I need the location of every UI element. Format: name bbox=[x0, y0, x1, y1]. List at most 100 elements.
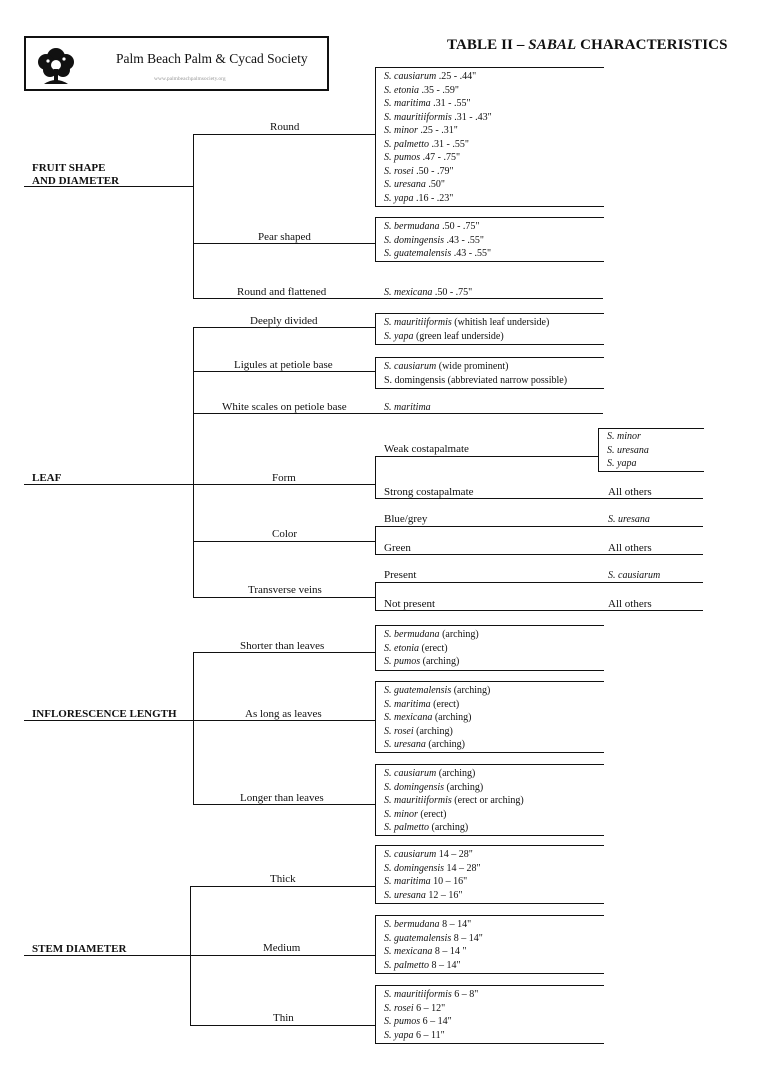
inflor-longer-label: Longer than leaves bbox=[240, 792, 324, 804]
species-item: S. uresana .50" bbox=[384, 179, 445, 190]
species-item: S. guatemalensis .43 - .55" bbox=[384, 248, 492, 259]
inflor-shorter-label: Shorter than leaves bbox=[240, 640, 325, 652]
species-item: S. mauritiiformis .31 - .43" bbox=[384, 111, 492, 123]
stem-branch-thick bbox=[190, 886, 375, 888]
leaf-ligules-list: S. causiarum (wide prominent) S. dominge… bbox=[376, 358, 604, 387]
stem-thick-box: S. causiarum 14 – 28" S. domingensis 14 … bbox=[375, 845, 604, 904]
stem-thick-label: Thick bbox=[270, 873, 296, 885]
species-item: S. causiarum .25 - .44" bbox=[384, 71, 477, 82]
species-item: S. causiarum 14 – 28" bbox=[384, 849, 473, 860]
fruit-branch-pear bbox=[193, 243, 375, 245]
species-item: S. yapa bbox=[607, 458, 637, 469]
leaf-form-strong-species: All others bbox=[608, 486, 652, 498]
leaf-branch-divided bbox=[193, 327, 375, 329]
leaf-divided-list: S. mauritiiformis (whitish leaf undersid… bbox=[376, 314, 604, 343]
species-item: S. mexicana 8 – 14 " bbox=[384, 946, 467, 957]
leaf-veins-absent-line bbox=[375, 610, 703, 612]
stem-main-line bbox=[24, 955, 194, 957]
category-fruit-shape: FRUIT SHAPE AND DIAMETER bbox=[32, 162, 120, 187]
species-item: S. palmetto 8 – 14" bbox=[384, 959, 461, 971]
species-item: S. yapa .16 - .23" bbox=[384, 192, 454, 204]
species-item: S. bermudana (arching) bbox=[384, 629, 479, 640]
fruit-trunk bbox=[193, 134, 195, 299]
species-item: S. palmetto .31 - .55" bbox=[384, 138, 469, 150]
leaf-main-line bbox=[24, 484, 194, 486]
leaf-color-green-line bbox=[375, 554, 703, 556]
leaf-scales-label: White scales on petiole base bbox=[222, 401, 347, 413]
species-item: S. guatemalensis (arching) bbox=[384, 685, 491, 696]
species-item: S. minor .25 - .31" bbox=[384, 125, 458, 136]
leaf-branch-form bbox=[193, 484, 375, 486]
fruit-pear-list: S. bermudana .50 - .75" S. domingensis .… bbox=[376, 218, 604, 261]
species-item: S. rosei 6 – 12" bbox=[384, 1002, 446, 1014]
leaf-form-weak-label: Weak costapalmate bbox=[384, 443, 469, 455]
species-item: S. guatemalensis 8 – 14" bbox=[384, 932, 483, 944]
species-item: S. rosei (arching) bbox=[384, 725, 453, 737]
leaf-form-weak-list: S. minor S. uresana S. yapa bbox=[599, 429, 704, 471]
leaf-form-label: Form bbox=[272, 472, 296, 484]
species-item: S. maritima 10 – 16" bbox=[384, 876, 468, 887]
inflor-aslong-label: As long as leaves bbox=[245, 708, 322, 720]
species-item: S. uresana 12 – 16" bbox=[384, 889, 463, 901]
fruit-main-line bbox=[24, 186, 194, 188]
leaf-veins-trunk bbox=[375, 582, 377, 611]
leaf-veins-absent-species: All others bbox=[608, 598, 652, 610]
species-item: S. minor (erect) bbox=[384, 808, 447, 820]
species-item: S. domingensis .43 - .55" bbox=[384, 234, 484, 246]
leaf-divided-box: S. mauritiiformis (whitish leaf undersid… bbox=[375, 313, 604, 345]
leaf-color-blue-line bbox=[375, 526, 703, 528]
leaf-branch-veins bbox=[193, 597, 375, 599]
fruit-flat-species: S. mexicana .50 - .75" bbox=[384, 287, 473, 298]
inflor-branch-aslong bbox=[193, 720, 375, 722]
species-item: S. causiarum (arching) bbox=[384, 768, 476, 779]
inflor-longer-list: S. causiarum (arching) S. domingensis (a… bbox=[376, 765, 604, 835]
leaf-color-label: Color bbox=[272, 528, 298, 540]
stem-thin-label: Thin bbox=[273, 1012, 294, 1024]
fruit-pear-label: Pear shaped bbox=[258, 231, 311, 243]
species-item: S. domingensis (arching) bbox=[384, 781, 484, 793]
leaf-branch-scales bbox=[193, 413, 603, 415]
species-item: S. yapa (green leaf underside) bbox=[384, 330, 504, 342]
inflor-branch-shorter bbox=[193, 652, 375, 654]
inflor-aslong-box: S. guatemalensis (arching) S. maritima (… bbox=[375, 681, 604, 753]
leaf-branch-ligules bbox=[193, 371, 375, 373]
species-item: S. rosei .50 - .79" bbox=[384, 165, 454, 177]
leaf-veins-present-line bbox=[375, 582, 703, 584]
stem-branch-thin bbox=[190, 1025, 375, 1027]
fruit-round-box: S. causiarum .25 - .44" S. etonia .35 - … bbox=[375, 67, 604, 207]
species-item: S. domingensis 14 – 28" bbox=[384, 862, 481, 874]
stem-medium-label: Medium bbox=[263, 942, 301, 954]
category-stem-diameter: STEM DIAMETER bbox=[32, 943, 127, 955]
leaf-form-weak-box: S. minor S. uresana S. yapa bbox=[598, 428, 704, 472]
stem-medium-box: S. bermudana 8 – 14" S. guatemalensis 8 … bbox=[375, 915, 604, 974]
species-item: S. bermudana .50 - .75" bbox=[384, 221, 480, 232]
stem-thin-list: S. mauritiiformis 6 – 8" S. rosei 6 – 12… bbox=[376, 986, 604, 1042]
inflor-shorter-box: S. bermudana (arching) S. etonia (erect)… bbox=[375, 625, 604, 671]
inflor-longer-box: S. causiarum (arching) S. domingensis (a… bbox=[375, 764, 604, 836]
leaf-color-blue-label: Blue/grey bbox=[384, 513, 428, 525]
species-item: S. bermudana 8 – 14" bbox=[384, 919, 472, 930]
society-logo-box: Palm Beach Palm & Cycad Society www.palm… bbox=[24, 36, 329, 91]
fruit-round-label: Round bbox=[270, 121, 300, 133]
leaf-ligules-box: S. causiarum (wide prominent) S. dominge… bbox=[375, 357, 604, 389]
fruit-flat-label: Round and flattened bbox=[237, 286, 327, 298]
fruit-pear-box: S. bermudana .50 - .75" S. domingensis .… bbox=[375, 217, 604, 262]
species-item: S. causiarum (wide prominent) bbox=[384, 361, 509, 372]
tree-logo-icon bbox=[38, 48, 74, 84]
leaf-form-strong-line bbox=[375, 498, 703, 500]
stem-thin-box: S. mauritiiformis 6 – 8" S. rosei 6 – 12… bbox=[375, 985, 604, 1044]
leaf-form-strong-label: Strong costapalmate bbox=[384, 486, 474, 498]
species-item: S. pumos (arching) bbox=[384, 656, 460, 667]
leaf-branch-color bbox=[193, 541, 375, 543]
stem-branch-medium bbox=[190, 955, 375, 957]
species-item: S. uresana (arching) bbox=[384, 739, 466, 750]
leaf-divided-label: Deeply divided bbox=[250, 315, 318, 327]
species-item: S. pumos 6 – 14" bbox=[384, 1016, 452, 1027]
species-item: S. minor bbox=[607, 431, 641, 442]
inflor-shorter-list: S. bermudana (arching) S. etonia (erect)… bbox=[376, 626, 604, 669]
leaf-scales-species: S. maritima bbox=[384, 402, 431, 413]
category-inflorescence: INFLORESCENCE LENGTH bbox=[32, 708, 177, 720]
species-item: S. pumos .47 - .75" bbox=[384, 152, 461, 163]
society-subtitle: www.palmbeachpalmsociety.org bbox=[154, 76, 226, 82]
fruit-branch-flat bbox=[193, 298, 603, 300]
